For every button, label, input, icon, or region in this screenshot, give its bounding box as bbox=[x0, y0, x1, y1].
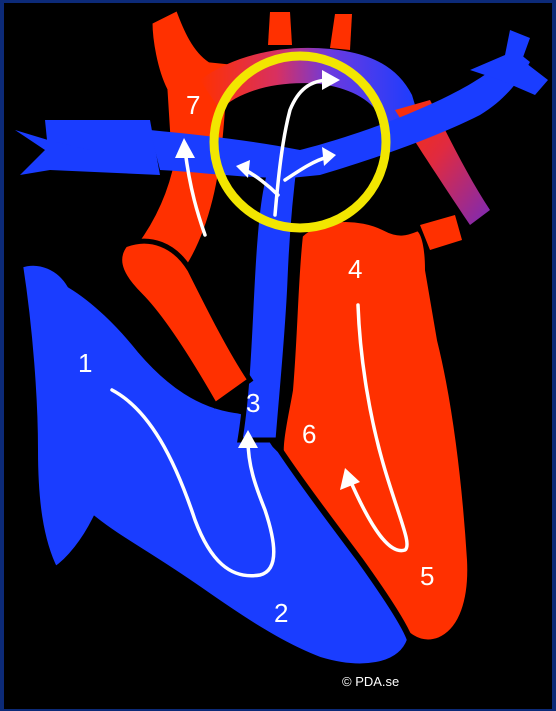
copyright-credit: © PDA.se bbox=[342, 674, 399, 689]
arch-branch bbox=[268, 12, 292, 45]
label-6: 6 bbox=[302, 419, 316, 449]
label-4: 4 bbox=[348, 254, 362, 284]
label-1: 1 bbox=[78, 348, 92, 378]
label-2: 2 bbox=[274, 598, 288, 628]
label-7: 7 bbox=[186, 90, 200, 120]
arch-branch bbox=[330, 14, 352, 50]
label-5: 5 bbox=[420, 561, 434, 591]
label-3: 3 bbox=[246, 388, 260, 418]
